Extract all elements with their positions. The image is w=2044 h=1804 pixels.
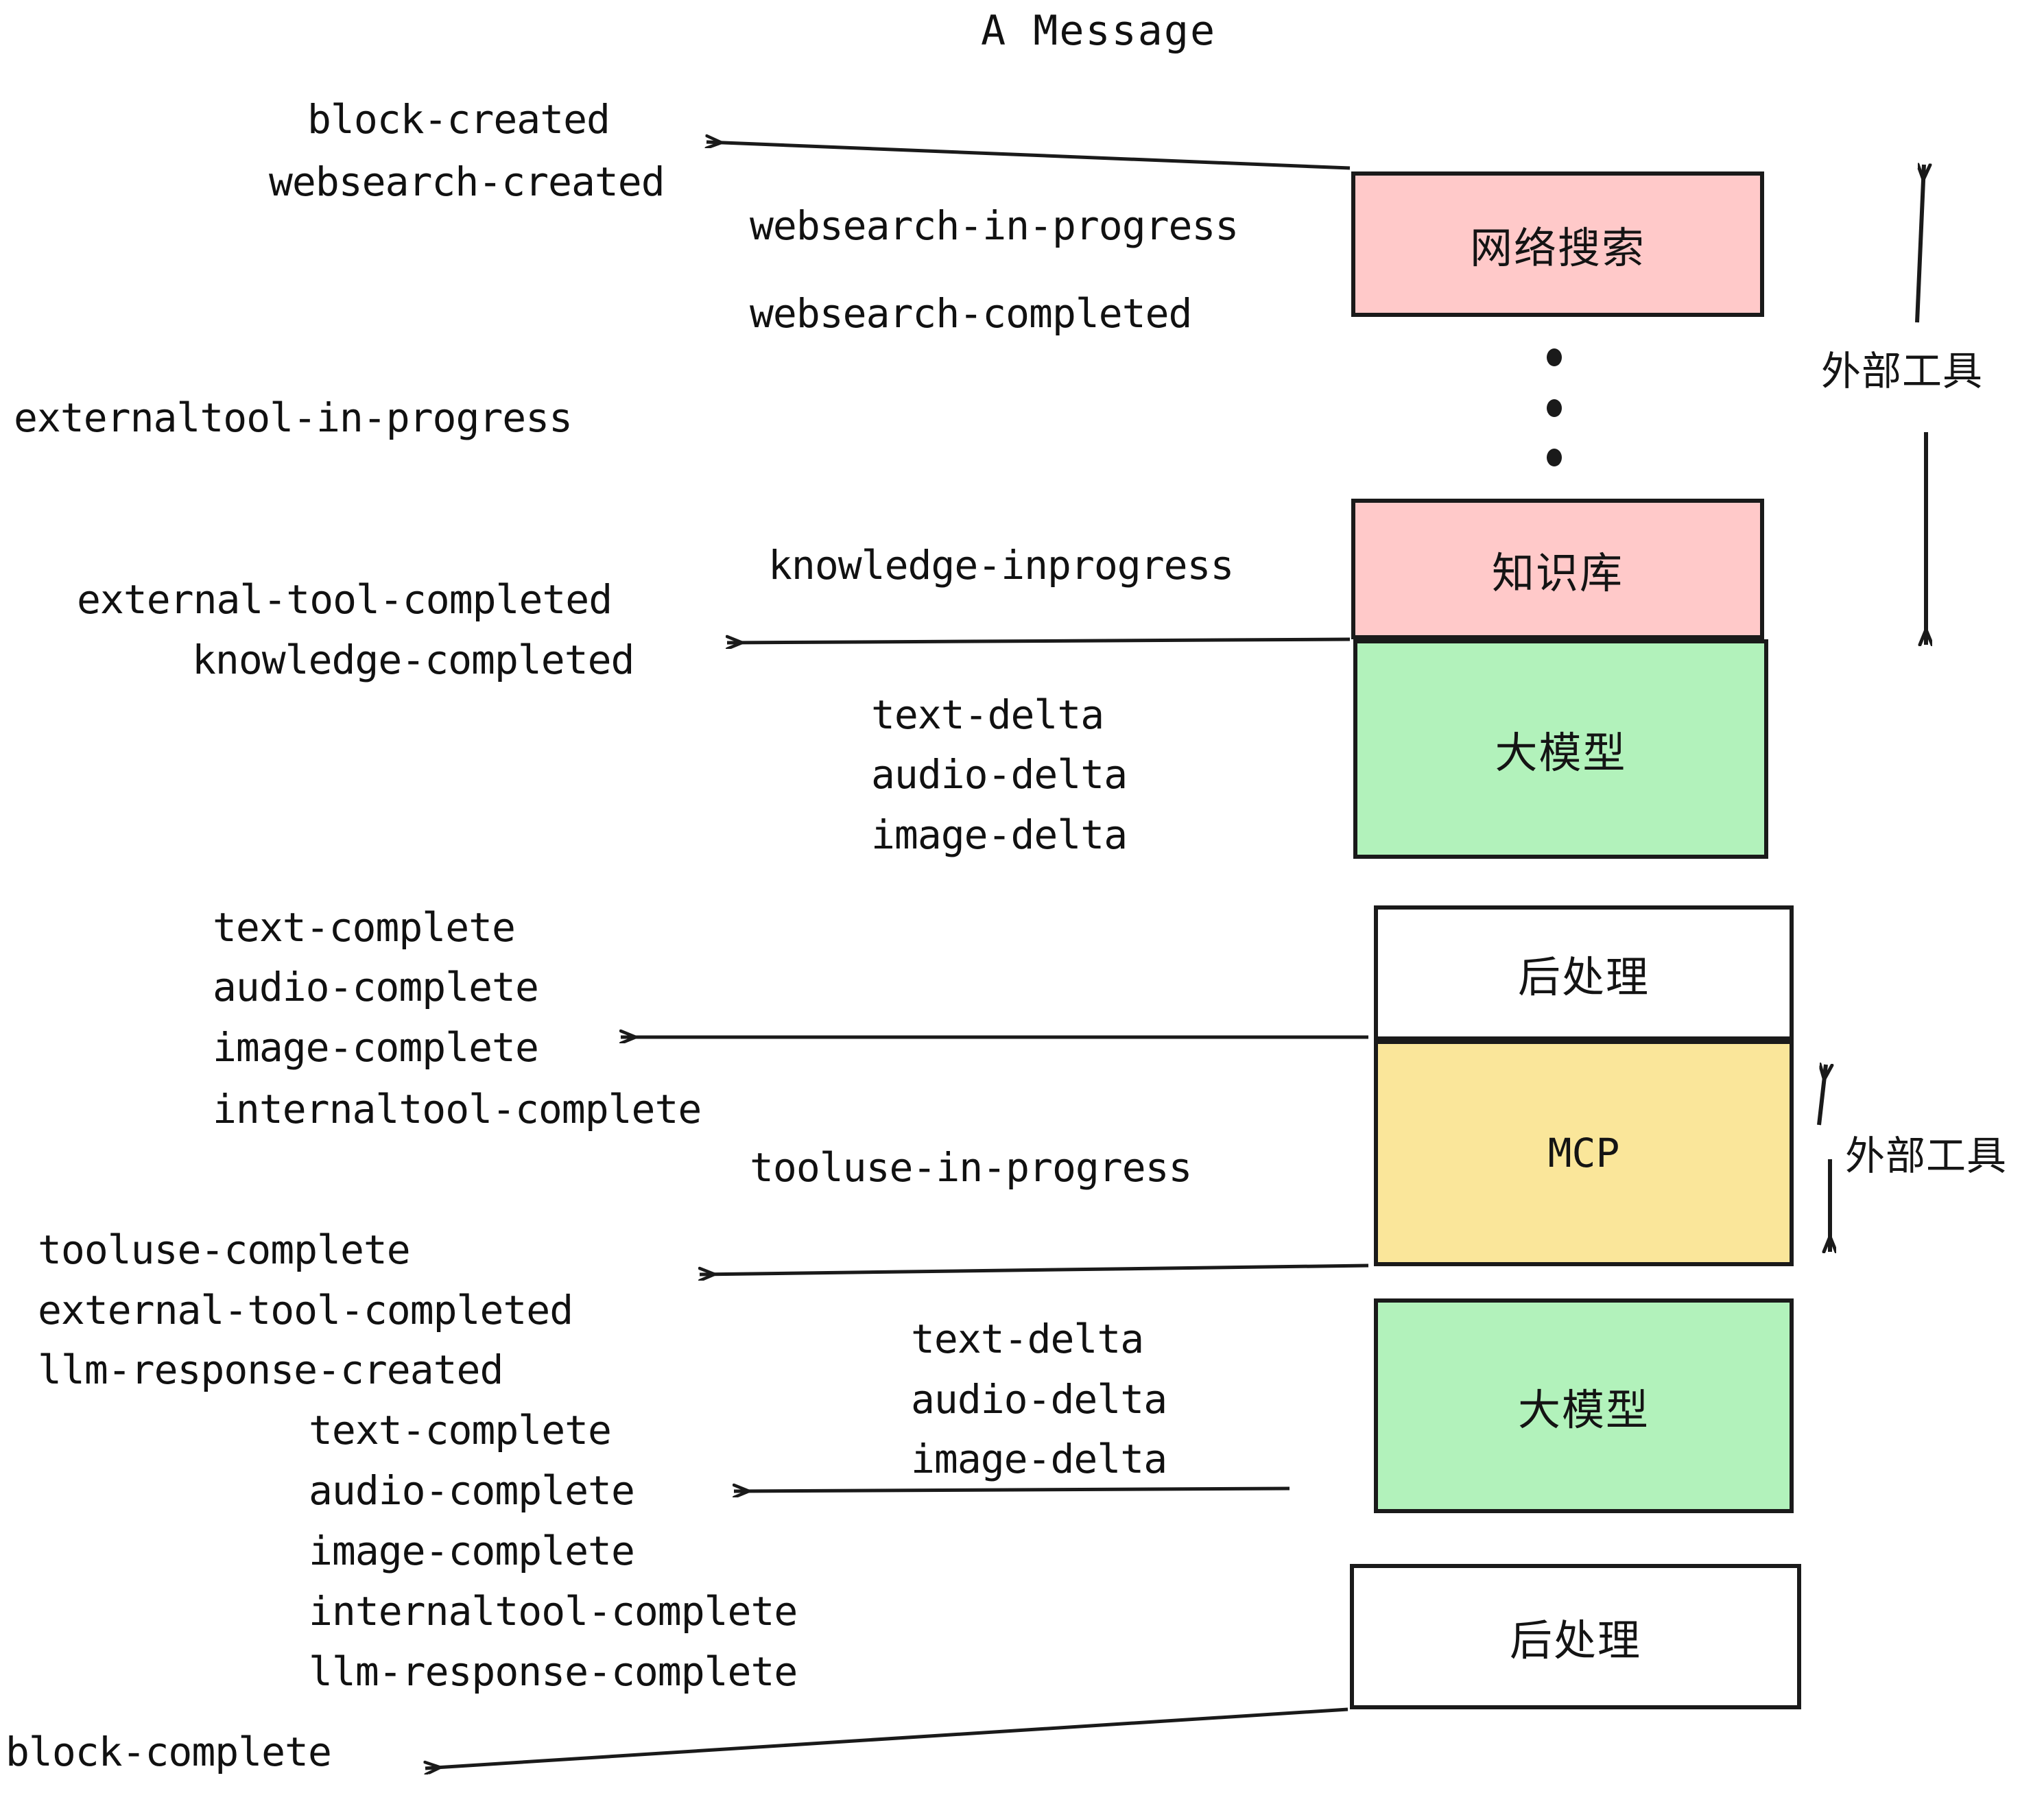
event-label-knowledge-inprogress: knowledge-inprogress xyxy=(768,542,1234,589)
group-label-external-tools-bottom: 外部工具 xyxy=(1845,1132,2008,1179)
event-label-knowledge-completed: knowledge-completed xyxy=(192,637,634,683)
arrow-websearch-to-created xyxy=(706,142,1351,170)
event-label-block-complete: block-complete xyxy=(5,1729,332,1775)
node-llm-bottom[interactable]: 大模型 xyxy=(1374,1298,1794,1513)
ellipsis-dot-2 xyxy=(1547,399,1562,417)
node-websearch[interactable]: 网络搜索 xyxy=(1351,171,1764,317)
event-label-block-created: block-created xyxy=(307,96,610,143)
event-label-external-tool-completed-1: external-tool-completed xyxy=(77,576,613,623)
event-label-text-delta-1: text-delta xyxy=(871,691,1104,738)
arrow-external-tools-top-up xyxy=(1915,165,1924,323)
event-label-text-complete-2: text-complete xyxy=(309,1407,612,1453)
event-label-llm-response-created: llm-response-created xyxy=(38,1346,503,1393)
ellipsis-dot-3 xyxy=(1547,449,1562,466)
arrow-llm-bottom-to-audio-complete xyxy=(734,1488,1290,1491)
arrow-postprocess-to-block-complete xyxy=(425,1707,1348,1768)
node-llm-top-label: 大模型 xyxy=(1495,728,1627,778)
event-label-websearch-completed: websearch-completed xyxy=(750,290,1192,337)
event-label-audio-delta-1: audio-delta xyxy=(871,751,1128,798)
ellipsis-dot-1 xyxy=(1547,348,1562,366)
event-label-llm-response-complete: llm-response-complete xyxy=(309,1648,798,1695)
node-knowledge-label: 知识库 xyxy=(1491,547,1624,598)
event-label-audio-complete-2: audio-complete xyxy=(309,1467,635,1514)
arrow-knowledge-to-completed xyxy=(727,639,1351,643)
event-label-internaltool-complete-1: internaltool-complete xyxy=(213,1086,702,1132)
page-title: A Message xyxy=(981,7,1217,55)
arrow-mcp-to-tooluse-complete xyxy=(700,1263,1369,1274)
node-postprocess-bottom-label: 后处理 xyxy=(1509,1615,1641,1665)
node-postprocess-bottom[interactable]: 后处理 xyxy=(1350,1564,1801,1709)
event-label-text-complete-1: text-complete xyxy=(213,904,516,951)
node-websearch-label: 网络搜索 xyxy=(1469,223,1645,273)
arrow-external-tools-bottom-up xyxy=(1817,1065,1826,1126)
node-postprocess-top-label: 后处理 xyxy=(1517,951,1650,1002)
node-mcp-label: MCP xyxy=(1547,1130,1620,1176)
event-label-websearch-created: websearch-created xyxy=(269,158,665,205)
event-label-text-delta-2: text-delta xyxy=(911,1316,1144,1362)
node-mcp[interactable]: MCP xyxy=(1374,1040,1794,1266)
event-label-audio-complete-1: audio-complete xyxy=(213,964,539,1010)
node-knowledge[interactable]: 知识库 xyxy=(1351,499,1764,639)
event-label-audio-delta-2: audio-delta xyxy=(911,1376,1167,1423)
node-postprocess-top[interactable]: 后处理 xyxy=(1374,905,1794,1041)
node-llm-top[interactable]: 大模型 xyxy=(1353,639,1768,859)
event-label-tooluse-in-progress: tooluse-in-progress xyxy=(750,1144,1192,1191)
event-label-externaltool-in-progress: externaltool-in-progress xyxy=(14,394,573,441)
event-label-internaltool-complete-2: internaltool-complete xyxy=(309,1588,798,1635)
group-label-external-tools-top: 外部工具 xyxy=(1821,348,1984,394)
event-label-image-delta-2: image-delta xyxy=(911,1436,1167,1482)
event-label-image-delta-1: image-delta xyxy=(871,811,1128,858)
event-label-websearch-in-progress: websearch-in-progress xyxy=(750,202,1239,249)
node-llm-bottom-label: 大模型 xyxy=(1517,1384,1650,1435)
event-label-image-complete-1: image-complete xyxy=(213,1024,539,1071)
event-label-tooluse-complete: tooluse-complete xyxy=(38,1226,411,1273)
event-label-external-tool-completed-2: external-tool-completed xyxy=(38,1287,573,1333)
event-label-image-complete-2: image-complete xyxy=(309,1528,635,1574)
